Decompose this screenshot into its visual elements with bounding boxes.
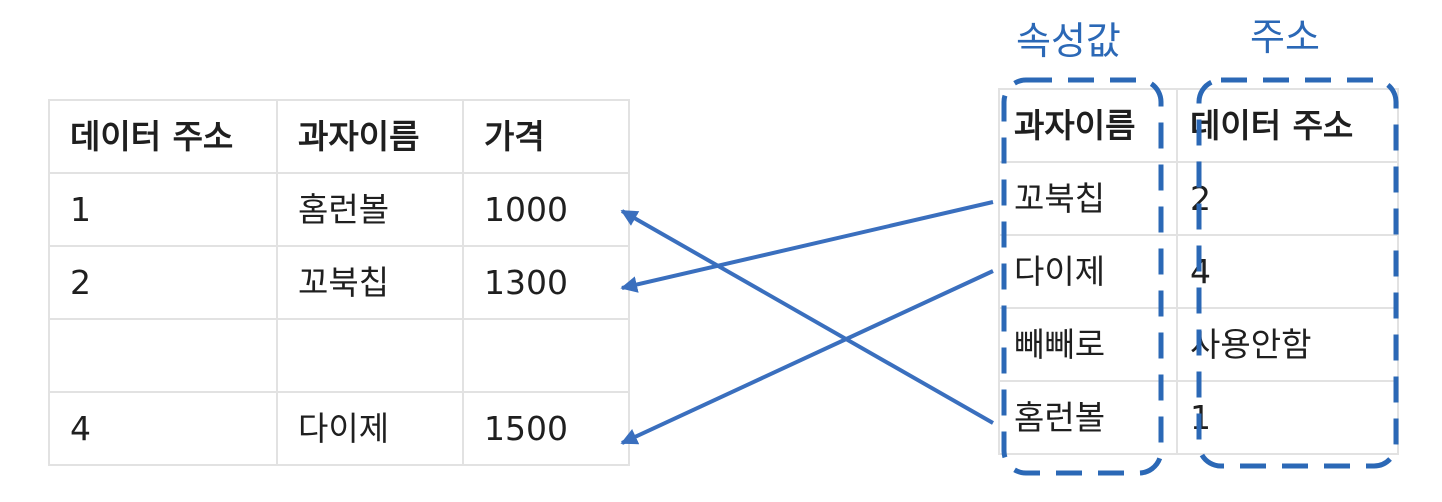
left-cell-address: 4: [48, 391, 278, 466]
left-cell-name: 다이제: [276, 391, 464, 466]
address-label: 주소: [1250, 15, 1320, 59]
table-row: 1 홈런볼 1000: [48, 172, 630, 247]
attribute-column-dashed-outline: [1001, 77, 1164, 476]
left-cell-name: [276, 318, 464, 393]
right-header-name: 과자이름: [998, 88, 1178, 163]
right-header-row: 과자이름 데이터 주소: [998, 88, 1399, 163]
table-row: 홈런볼 1: [998, 380, 1399, 455]
left-header-address: 데이터 주소: [48, 99, 278, 174]
table-row: 빼빼로 사용안함: [998, 307, 1399, 382]
table-row: 다이제 4: [998, 234, 1399, 309]
table-row: 2 꼬북칩 1300: [48, 245, 630, 320]
right-cell-address: 4: [1176, 234, 1399, 309]
left-cell-price: 1300: [462, 245, 630, 320]
left-cell-address: 1: [48, 172, 278, 247]
right-index-table: 과자이름 데이터 주소 꼬북칩 2 다이제 4 빼빼로 사용안함 홈런볼 1: [998, 88, 1399, 455]
attribute-value-label: 속성값: [1016, 19, 1121, 63]
left-header-name: 과자이름: [276, 99, 464, 174]
right-cell-address: 1: [1176, 380, 1399, 455]
left-cell-price: [462, 318, 630, 393]
left-header-price: 가격: [462, 99, 630, 174]
left-data-table: 데이터 주소 과자이름 가격 1 홈런볼 1000 2 꼬북칩 1300 4 다…: [48, 99, 630, 466]
left-cell-name: 꼬북칩: [276, 245, 464, 320]
right-cell-name: 빼빼로: [998, 307, 1178, 382]
table-row: 4 다이제 1500: [48, 391, 630, 466]
table-row: [48, 318, 630, 393]
right-cell-name: 다이제: [998, 234, 1178, 309]
right-cell-name: 꼬북칩: [998, 161, 1178, 236]
left-cell-price: 1500: [462, 391, 630, 466]
right-header-address: 데이터 주소: [1176, 88, 1399, 163]
left-cell-name: 홈런볼: [276, 172, 464, 247]
right-cell-name: 홈런볼: [998, 380, 1178, 455]
arrow-daije-to-address-4: [620, 269, 994, 445]
arrow-ggobukchip-to-address-2: [620, 200, 994, 293]
table-row: 꼬북칩 2: [998, 161, 1399, 236]
left-cell-address: 2: [48, 245, 278, 320]
right-cell-address: 사용안함: [1176, 307, 1399, 382]
left-cell-address: [48, 318, 278, 393]
left-header-row: 데이터 주소 과자이름 가격: [48, 99, 630, 174]
right-cell-address: 2: [1176, 161, 1399, 236]
left-cell-price: 1000: [462, 172, 630, 247]
address-column-dashed-outline: [1196, 77, 1399, 469]
arrow-homerunball-to-address-1: [620, 209, 994, 425]
